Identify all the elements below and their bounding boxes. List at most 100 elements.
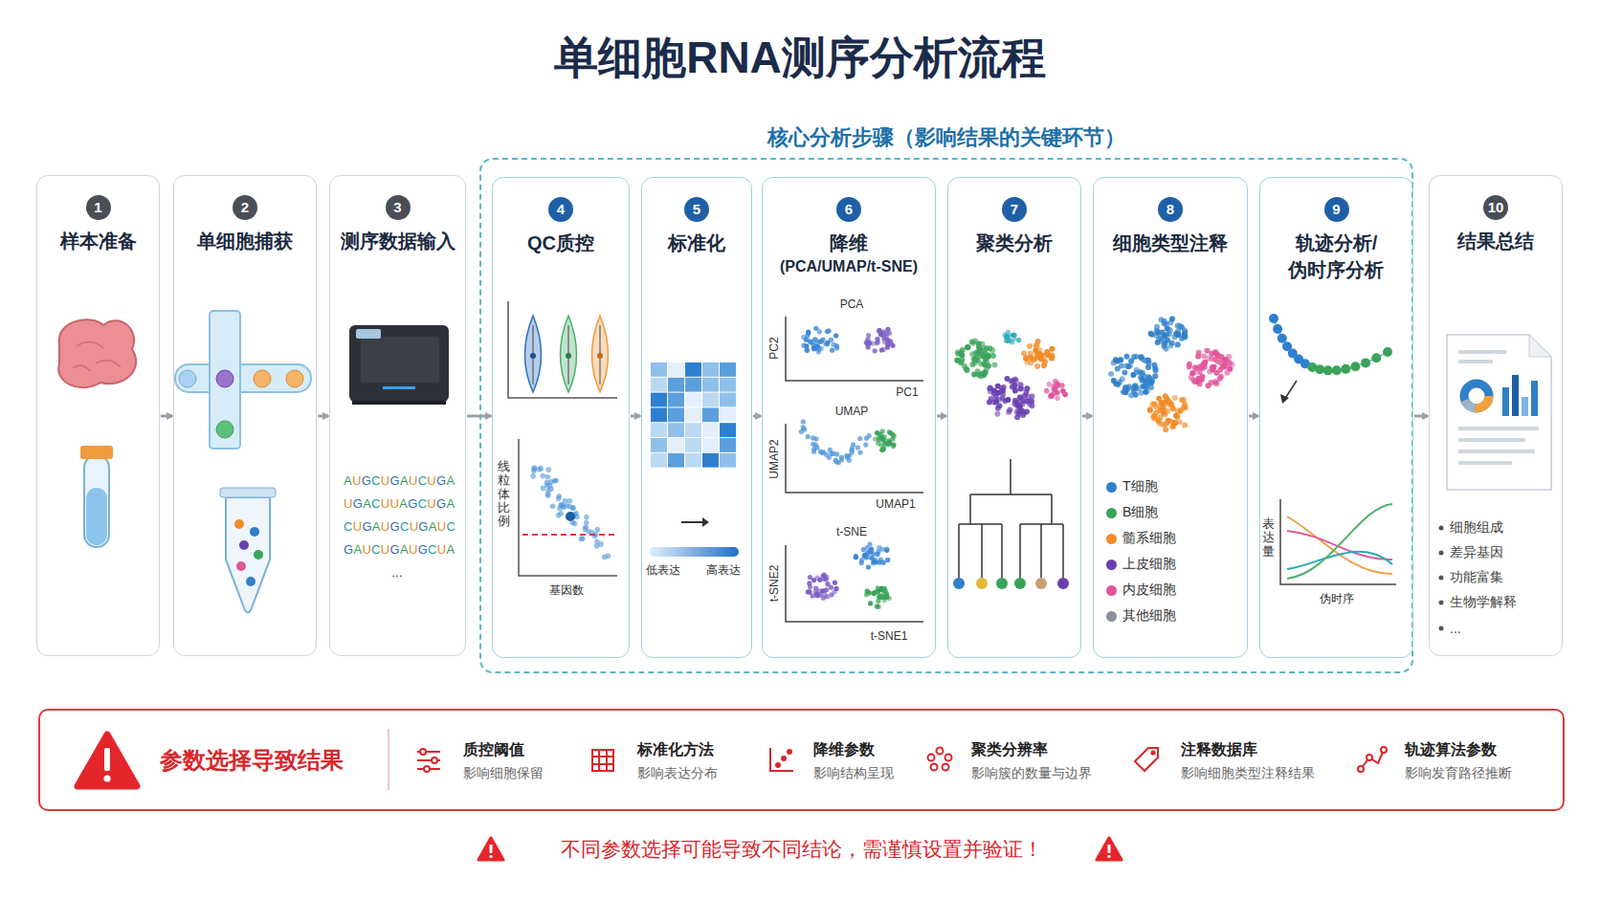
qc-scatter-path	[522, 533, 618, 536]
legend-swatch	[1106, 508, 1117, 519]
embedding-dots-circle	[815, 575, 821, 580]
embedding-dots-circle	[869, 340, 875, 346]
heatmap-cells-rect	[685, 407, 702, 423]
embedding-dots-circle	[859, 560, 865, 566]
qc-scatter-dots-circle	[555, 495, 562, 502]
cluster-dots-circle	[1060, 388, 1067, 395]
embedding-dots	[799, 326, 897, 610]
cluster-dots-circle	[972, 359, 978, 366]
annotated-dots-circle	[1144, 388, 1151, 395]
annotated-dots-circle	[1154, 324, 1160, 331]
report-document-rect	[1458, 426, 1539, 431]
sequence-base: U	[390, 496, 400, 512]
collection-tube-circle	[239, 540, 249, 551]
parameter-effect: 影响发育路径推断	[1404, 763, 1512, 783]
embedding-dots-circle	[866, 433, 872, 439]
cluster-dots-circle	[1018, 385, 1024, 392]
microfluidic-chip-rect	[175, 364, 312, 393]
tissue-sample-path	[58, 319, 136, 388]
cluster-dots-circle	[1001, 398, 1008, 404]
legend-entry: 上皮细胞	[1106, 555, 1177, 574]
annotated-dots-circle	[1139, 370, 1146, 377]
qc-scatter-dots-circle	[530, 473, 536, 480]
report-document-rect	[1458, 359, 1493, 364]
diagram-title: 单细胞RNA测序分析流程	[0, 28, 1600, 87]
axis-label: 低表达	[645, 562, 681, 579]
heatmap-cells-rect	[667, 453, 685, 468]
annotated-dots-circle	[1190, 377, 1197, 383]
trajectory-dots-circle	[1323, 365, 1334, 376]
trajectory-dots-circle	[1371, 353, 1381, 363]
annotated-dots-circle	[1152, 415, 1158, 422]
trajectory-path	[1287, 552, 1393, 570]
axis-label: 基因数	[549, 582, 584, 600]
report-document-rect	[1458, 461, 1512, 466]
embedding-dots-circle	[887, 429, 892, 435]
warning-note: 不同参数选择可能导致不同结论，需谨慎设置并验证！	[560, 836, 1044, 864]
qc-scatter-dots-circle	[545, 466, 552, 473]
annotated-dots-circle	[1199, 377, 1205, 383]
annotated-dots-circle	[1167, 327, 1174, 334]
embedding-dots-circle	[850, 442, 856, 447]
sequence-base: A	[399, 496, 408, 512]
violin-plot	[508, 301, 618, 399]
embedding-dots-circle	[801, 426, 807, 432]
legend-text: 其他细胞	[1122, 607, 1177, 625]
embedding-dots-circle	[863, 442, 868, 447]
annotated-dots-circle	[1124, 354, 1131, 360]
clusters-circle	[1057, 577, 1069, 590]
embedding-dots-circle	[884, 548, 889, 554]
embedding-dots-circle	[818, 592, 823, 598]
annotated-dots-circle	[1133, 367, 1140, 374]
embedding-dots-circle	[872, 348, 878, 354]
cluster-dots	[954, 330, 1068, 421]
sequence-base: C	[418, 473, 428, 489]
step-card: 2单细胞捕获	[173, 175, 317, 657]
parameter-item: 降维参数影响结构呈现	[813, 739, 894, 783]
annotated-dots-circle	[1200, 354, 1207, 360]
heatmap-cells-rect	[650, 393, 667, 408]
cluster-dots-circle	[1005, 409, 1012, 416]
cluster-dots-circle	[1022, 392, 1028, 399]
heatmap-cells-rect	[650, 422, 667, 438]
warning-icon-rect	[104, 748, 111, 772]
step-title: 降维	[829, 229, 868, 257]
qc-scatter-path	[518, 439, 618, 577]
sequencer-rect	[355, 329, 381, 339]
embedding-dots-circle	[823, 577, 829, 582]
cluster-dots-circle	[986, 400, 993, 406]
parameter-icons-circle	[931, 764, 938, 772]
violin-plot-path	[533, 325, 600, 385]
sequence-base: C	[400, 519, 410, 534]
trajectory-path	[1287, 504, 1393, 579]
report-document-circle	[1439, 626, 1445, 632]
step-number: 7	[1001, 197, 1027, 223]
annotated-dots-circle	[1186, 361, 1193, 368]
embedding-dots-circle	[880, 547, 886, 553]
parameter-icons-circle	[945, 755, 953, 762]
sequence-base: A	[362, 496, 372, 512]
parameter-icons-path	[1134, 748, 1158, 772]
embedding-dots-circle	[875, 603, 881, 609]
heatmap-cells-rect	[702, 362, 719, 378]
report-document-rect	[1511, 375, 1519, 417]
trajectory	[1268, 313, 1397, 585]
heatmap-cells-rect	[685, 422, 702, 438]
step-number: 3	[385, 195, 411, 221]
axis-label: 伪时序	[1319, 591, 1355, 608]
embedding-dots-circle	[807, 575, 813, 580]
embedding-dots-circle	[832, 580, 838, 586]
embedding-dots-circle	[812, 336, 818, 342]
annotated-dots-circle	[1137, 375, 1144, 381]
embedding-dots-circle	[874, 430, 880, 436]
cluster-dots-circle	[1028, 402, 1035, 409]
heatmap-cells-rect	[650, 438, 667, 453]
collection-tube-circle	[253, 550, 264, 560]
cluster-dots-circle	[1059, 382, 1066, 389]
microfluidic-chip	[175, 311, 312, 449]
warning-icon-path	[77, 734, 137, 787]
embedding-dots-circle	[822, 341, 828, 347]
cluster-dots-circle	[1023, 359, 1030, 366]
parameter-icons-path	[1360, 750, 1384, 770]
parameter-icons-circle	[936, 748, 944, 756]
